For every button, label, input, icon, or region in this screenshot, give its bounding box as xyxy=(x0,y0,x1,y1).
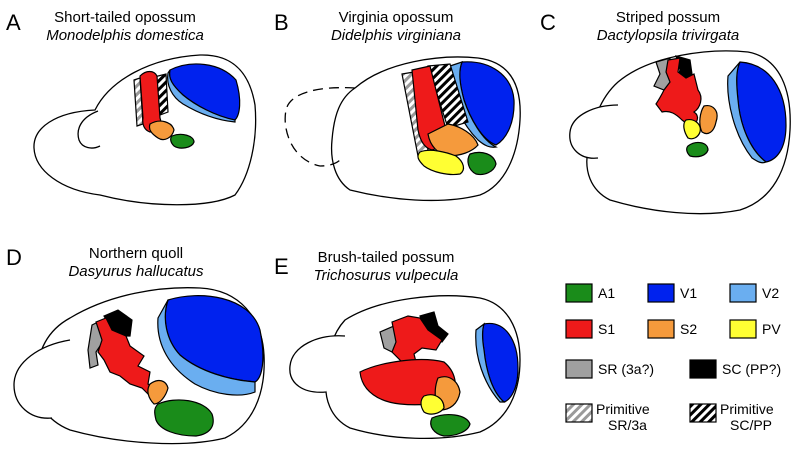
panel-a-latin-name: Monodelphis domestica xyxy=(46,27,204,44)
region-a1-a xyxy=(170,133,195,149)
panel-a-common-name: Short-tailed opossum xyxy=(54,9,196,26)
legend-swatch-primitive-sr xyxy=(565,403,593,423)
panel-b-latin-name: Didelphis virginiana xyxy=(331,27,461,44)
panel-letter-d: D xyxy=(6,245,22,270)
region-s2-d xyxy=(147,379,169,405)
region-primitive-sc-b xyxy=(427,63,469,129)
panel-letter-b: B xyxy=(274,10,289,35)
region-s2-c xyxy=(699,105,718,135)
legend-label-sc: SC (PP?) xyxy=(722,361,781,377)
legend-label-a1: A1 xyxy=(598,285,615,301)
region-v2-a xyxy=(167,69,236,123)
legend-swatch-s1 xyxy=(565,319,593,339)
region-a1-d xyxy=(154,399,214,437)
legend-swatch-a1 xyxy=(565,283,593,303)
region-pv-c xyxy=(683,119,701,140)
legend-label-s1: S1 xyxy=(598,321,615,337)
panel-d: D Northern quoll Dasyurus hallucatus xyxy=(6,245,265,445)
legend-label-s2: S2 xyxy=(680,321,697,337)
region-pv-e xyxy=(420,394,445,415)
region-a1-e xyxy=(430,414,471,437)
panel-letter-c: C xyxy=(540,10,556,35)
region-a1-b xyxy=(467,151,497,176)
legend-swatch-v1 xyxy=(647,283,675,303)
panel-letter-e: E xyxy=(274,254,289,279)
region-s2-a xyxy=(148,120,175,141)
olfactory-bulb-c xyxy=(569,104,619,159)
legend-swatch-primitive-sc xyxy=(689,403,717,423)
panel-e-common-name: Brush-tailed possum xyxy=(318,249,455,266)
region-v2-d xyxy=(157,299,256,396)
legend-label-primitive-sc-line1: Primitive xyxy=(720,401,774,417)
region-pv-b xyxy=(417,149,465,176)
legend-label-v2: V2 xyxy=(762,285,779,301)
region-v2-c xyxy=(727,61,768,164)
panel-a: A Short-tailed opossum Monodelphis domes… xyxy=(6,9,257,206)
olfactory-bulb-d xyxy=(13,339,71,419)
legend-swatch-sr xyxy=(565,359,593,379)
legend-label-primitive-sc-line2: SC/PP xyxy=(730,417,772,433)
legend-swatch-sc xyxy=(689,359,717,379)
panel-d-latin-name: Dasyurus hallucatus xyxy=(68,263,204,280)
legend: A1 V1 V2 S1 S2 PV SR (3a?) SC (PP?) Prim… xyxy=(565,283,781,433)
panel-e-latin-name: Trichosurus vulpecula xyxy=(314,267,459,284)
panel-c-latin-name: Dactylopsila trivirgata xyxy=(597,27,740,44)
legend-label-primitive-sr-line1: Primitive xyxy=(596,401,650,417)
legend-swatch-pv xyxy=(729,319,757,339)
panel-b: B Virginia opossum Didelphis virginiana xyxy=(274,9,521,202)
legend-swatch-v2 xyxy=(729,283,757,303)
legend-label-v1: V1 xyxy=(680,285,697,301)
panel-c: C Striped possum Dactylopsila trivirgata xyxy=(540,9,791,215)
region-s2-b xyxy=(427,123,479,157)
legend-label-pv: PV xyxy=(762,321,781,337)
panel-e: E Brush-tailed possum Trichosurus vulpec… xyxy=(274,249,521,440)
legend-label-sr: SR (3a?) xyxy=(598,361,654,377)
region-s1-e xyxy=(391,315,443,363)
olfactory-bulb-a xyxy=(77,110,101,149)
panel-d-common-name: Northern quoll xyxy=(89,245,183,262)
panel-b-common-name: Virginia opossum xyxy=(339,9,454,26)
region-a1-c xyxy=(686,141,709,158)
panel-c-common-name: Striped possum xyxy=(616,9,720,26)
olfactory-bulb-e xyxy=(289,335,346,393)
legend-label-primitive-sr-line2: SR/3a xyxy=(608,417,647,433)
panel-letter-a: A xyxy=(6,10,21,35)
olfactory-bulb-b xyxy=(284,86,356,167)
legend-swatch-s2 xyxy=(647,319,675,339)
region-v2-e xyxy=(475,322,506,403)
